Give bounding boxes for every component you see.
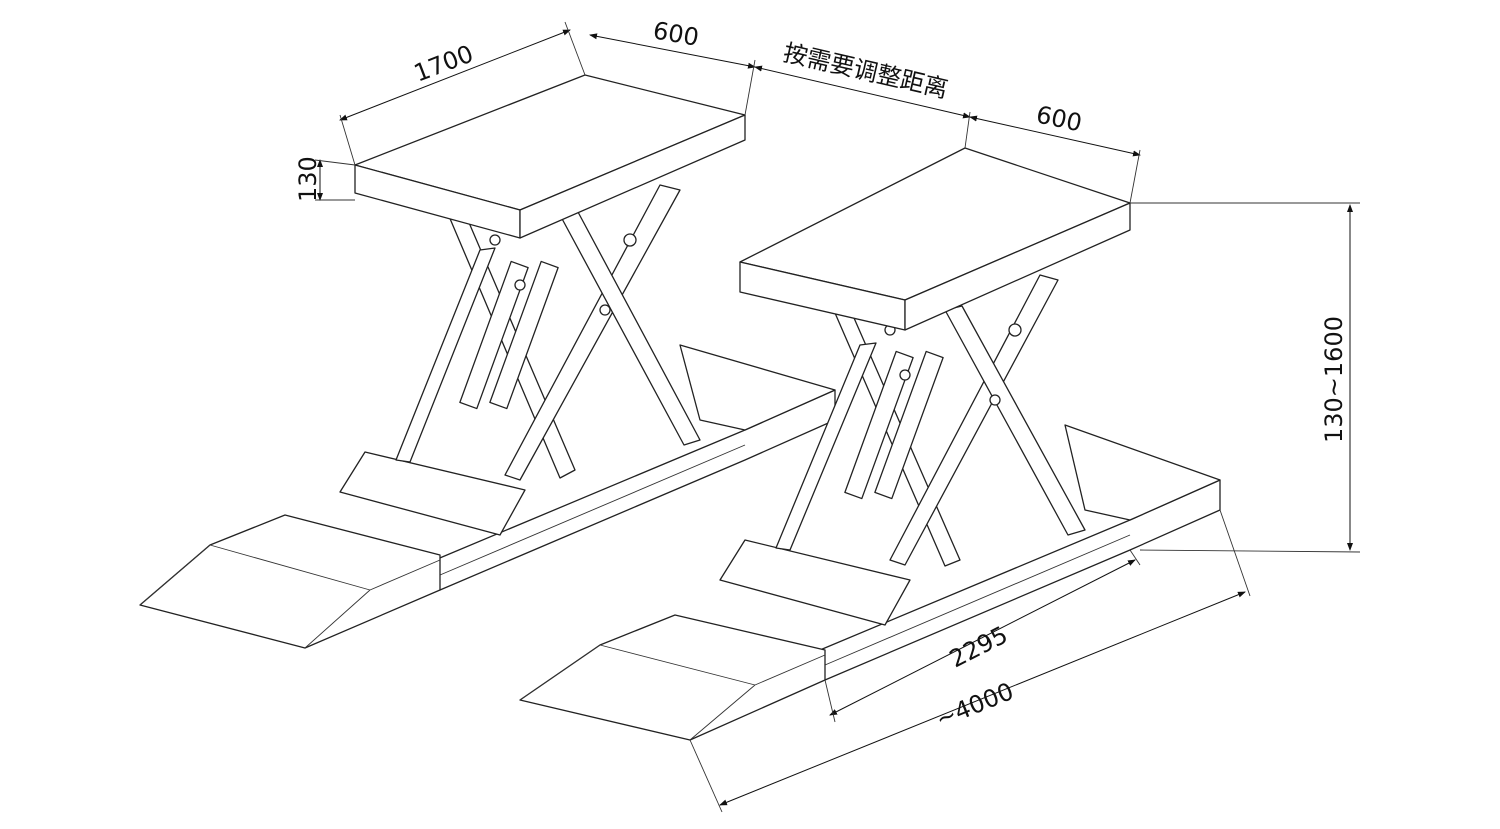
dim-platform-width-right: 600 <box>1034 100 1085 137</box>
dim-total-length: ~4000 <box>932 677 1018 733</box>
left-lift <box>139 74 836 649</box>
dim-platform-height: 130 <box>294 156 322 202</box>
dim-adjustable-gap: 按需要调整距离 <box>781 39 951 104</box>
dim-base-length: 2295 <box>945 621 1012 674</box>
dim-platform-length: 1700 <box>410 40 477 88</box>
dimension-labels: 1700 600 按需要调整距离 600 130 130~1600 2295 ~… <box>294 16 1348 733</box>
dim-lift-height-range: 130~1600 <box>1320 316 1348 443</box>
dim-platform-width-left: 600 <box>651 16 701 52</box>
dimension-lines <box>314 21 1361 813</box>
